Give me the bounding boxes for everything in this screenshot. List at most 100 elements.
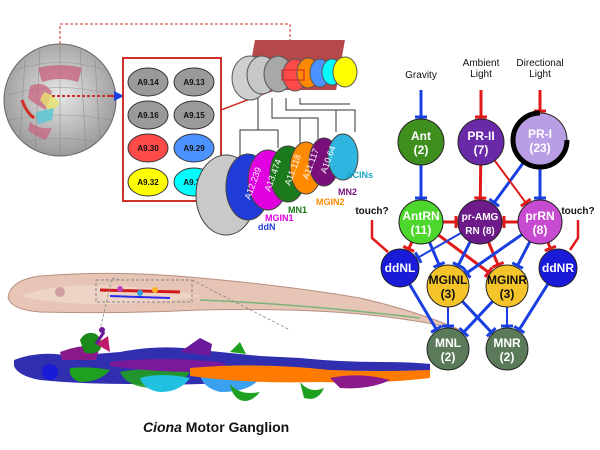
edge-terminal [513,325,526,335]
node-count: (2) [500,350,515,364]
edge-prAMG-MGINL [456,241,472,267]
cell-A9-29: A9.29 [173,133,215,163]
touch-label-right: touch? [561,206,594,217]
node-AntRN: AntRN(11) [398,199,444,245]
caption-italic: Ciona [143,419,182,435]
cell-A9-16: A9.16 [127,100,169,130]
node-prAMG: pr-AMG RN (8) [457,199,503,245]
figure-caption: Ciona Motor Ganglion [143,419,289,435]
node-label: ddNR [542,261,574,275]
edge-terminal [485,327,497,338]
embryo-to-cylinders-connector [59,23,291,44]
node-MNR: MNR(2) [485,327,529,371]
edge-prAMG-ddNL [417,232,462,259]
cell-label: A9.30 [137,144,159,153]
cell-A9-30: A9.30 [127,133,169,163]
node-count: (7) [474,143,489,157]
ganglion-reconstruction [14,327,430,401]
cell-label: A9.29 [183,144,205,153]
cell-label: A9.32 [137,178,159,187]
edge-terminal [432,261,446,269]
node-label: AntRN [402,209,439,223]
cell-A9-32: A9.32 [127,167,169,197]
node-MGINL: MGINL(3) [426,264,470,308]
touch-label-left: touch? [355,206,388,217]
node-count: (11) [411,223,432,237]
input-touch-left [370,220,389,253]
node-label: MNR [493,336,521,350]
node-label: MGINL [429,273,468,287]
node-label: MGINR [487,273,527,287]
node-label: MNL [435,336,461,350]
node-label: Ant [411,129,431,143]
cell-label: A9.16 [137,111,159,120]
edge-terminal [511,261,524,270]
edge-terminal [488,197,500,208]
circuit-nodes: Ant(2)PR-II(7)PR-I(23)AntRN(11)pr-AMGRN … [380,110,578,371]
node-label: PR-II [467,129,494,143]
lineage-label-MN1: MN1 [288,205,307,215]
edge-terminal [413,251,423,264]
cell-label: A9.13 [183,78,205,87]
lineage-label-ACINs: ACINs [346,170,373,180]
input-touch-right [568,220,580,251]
node-Ant: Ant(2) [397,118,445,166]
lower-cylinder-bundle: A12.239 A13.474 A11.118 A11.117 A10.64 [195,133,359,236]
stimulus-gravity: Gravity [405,70,437,81]
cell-label: A9.14 [137,78,159,87]
edge-terminal [483,266,494,278]
cell-label: A9.31 [183,178,205,187]
lineage-label-MN2: MN2 [338,187,357,197]
lineage-label-ddN: ddN [258,222,276,232]
node-count: (8) [533,223,548,237]
lineage-label-MGIN1: MGIN1 [265,213,294,223]
larva-zoom-connector [99,277,121,331]
lineage-tree [239,98,356,158]
edge-MGINR-MNL [462,300,494,334]
edge-prRN-MGINR [516,240,532,267]
node-count: RN (8) [465,226,494,237]
edge-prRN-MGINL [466,233,523,275]
edge-terminal [402,245,415,253]
node-MNL: MNL(2) [426,327,470,371]
node-PRII: PR-II(7) [457,118,505,166]
cell-A9-14: A9.14 [127,67,169,97]
node-ddNL: ddNL [380,248,420,288]
larva-zoom-connector-2 [191,279,291,331]
edge-terminal [452,261,465,270]
lineage-label-MGIN2: MGIN2 [316,197,345,207]
cell-label: A9.15 [183,111,205,120]
cell-A9-15: A9.15 [173,100,215,130]
edge-terminal [491,261,505,269]
node-count: (3) [500,287,515,301]
node-label: ddNL [385,261,416,275]
node-MGINR: MGINR(3) [485,264,529,308]
circuit-edges [370,90,580,338]
node-label: pr-AMG [462,212,499,223]
edge-PRI-prAMG [492,160,526,204]
node-PRI: PR-I(23) [510,110,570,170]
node-count: (2) [414,143,429,157]
edge-terminal [520,197,532,208]
node-count: (3) [441,287,456,301]
edge-ddNL-MNL [408,283,438,330]
node-label: PR-I [528,127,552,141]
node-count: (23) [529,141,550,155]
caption-rest: Motor Ganglion [182,419,289,435]
edge-terminal [544,244,557,253]
cell-A9-13: A9.13 [173,67,215,97]
edge-PRII-prRN [493,159,527,204]
embryo-illustration [3,43,120,157]
node-ddNR: ddNR [538,248,578,288]
edge-terminal [462,267,472,279]
edge-terminal [458,327,470,338]
node-label: prRN [525,209,554,223]
edge-terminal [430,324,443,334]
